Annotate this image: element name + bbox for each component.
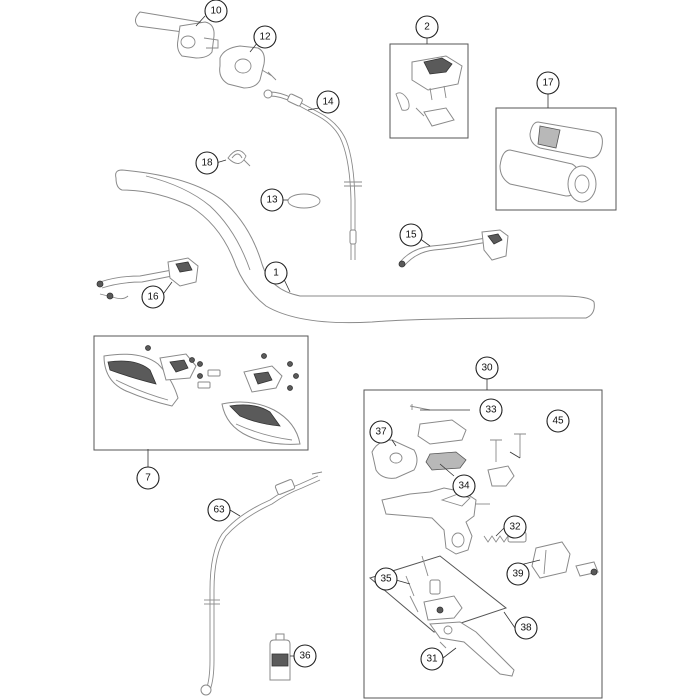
o-ring-part	[287, 193, 321, 209]
svg-text:10: 10	[210, 6, 222, 17]
clutch-line-part	[200, 471, 323, 696]
throttle-grip-part	[134, 11, 219, 59]
callout-38: 38	[514, 616, 538, 640]
callout-2: 2	[415, 15, 439, 39]
svg-text:34: 34	[458, 481, 470, 492]
callout-37: 37	[369, 420, 393, 444]
svg-text:7: 7	[145, 473, 151, 484]
handlebar-part	[115, 169, 595, 324]
svg-text:1: 1	[273, 268, 279, 279]
svg-text:35: 35	[380, 574, 392, 585]
callout-13: 13	[260, 188, 284, 212]
throttle-cover-part	[219, 45, 277, 89]
svg-text:32: 32	[509, 522, 521, 533]
svg-text:36: 36	[299, 651, 311, 662]
svg-text:45: 45	[552, 416, 564, 427]
svg-text:14: 14	[322, 97, 334, 108]
callout-35: 35	[374, 567, 398, 591]
callout-34: 34	[452, 474, 476, 498]
svg-text:12: 12	[259, 32, 271, 43]
svg-text:15: 15	[405, 230, 417, 241]
svg-text:16: 16	[147, 292, 159, 303]
svg-text:31: 31	[426, 654, 438, 665]
svg-text:39: 39	[512, 569, 524, 580]
callout-10: 10	[204, 0, 228, 23]
callout-63: 63	[207, 498, 231, 522]
switch-left-part	[96, 257, 199, 300]
svg-text:30: 30	[481, 363, 493, 374]
svg-text:37: 37	[375, 427, 387, 438]
svg-text:18: 18	[201, 158, 213, 169]
callout-32: 32	[503, 515, 527, 539]
throttle-cable-part	[263, 89, 362, 260]
callout-17: 17	[536, 71, 560, 95]
callout-30: 30	[475, 356, 499, 380]
callout-12: 12	[253, 25, 277, 49]
svg-text:17: 17	[542, 78, 554, 89]
callout-1: 1	[264, 261, 288, 285]
svg-text:38: 38	[520, 623, 532, 634]
callout-36: 36	[293, 644, 317, 668]
handlebar-grips-part-box	[495, 107, 617, 211]
callout-15: 15	[399, 223, 423, 247]
clutch-master-cylinder-part-box	[363, 389, 603, 699]
callout-14: 14	[316, 90, 340, 114]
callout-45: 45	[546, 409, 570, 433]
callout-33: 33	[479, 398, 503, 422]
callout-18: 18	[195, 151, 219, 175]
callout-16: 16	[141, 285, 165, 309]
switch-part-box	[389, 43, 469, 139]
callout-31: 31	[420, 647, 444, 671]
cable-tie-part	[227, 150, 251, 167]
svg-text:33: 33	[485, 405, 497, 416]
leader-lines	[147, 15, 549, 659]
brake-fluid-bottle-part	[269, 633, 291, 681]
svg-text:63: 63	[213, 505, 225, 516]
svg-text:13: 13	[266, 195, 278, 206]
callout-7: 7	[136, 466, 160, 490]
svg-text:2: 2	[424, 22, 430, 33]
callout-39: 39	[506, 562, 530, 586]
handguard-kit-part-box	[93, 335, 309, 451]
switch-right-part	[398, 229, 509, 268]
